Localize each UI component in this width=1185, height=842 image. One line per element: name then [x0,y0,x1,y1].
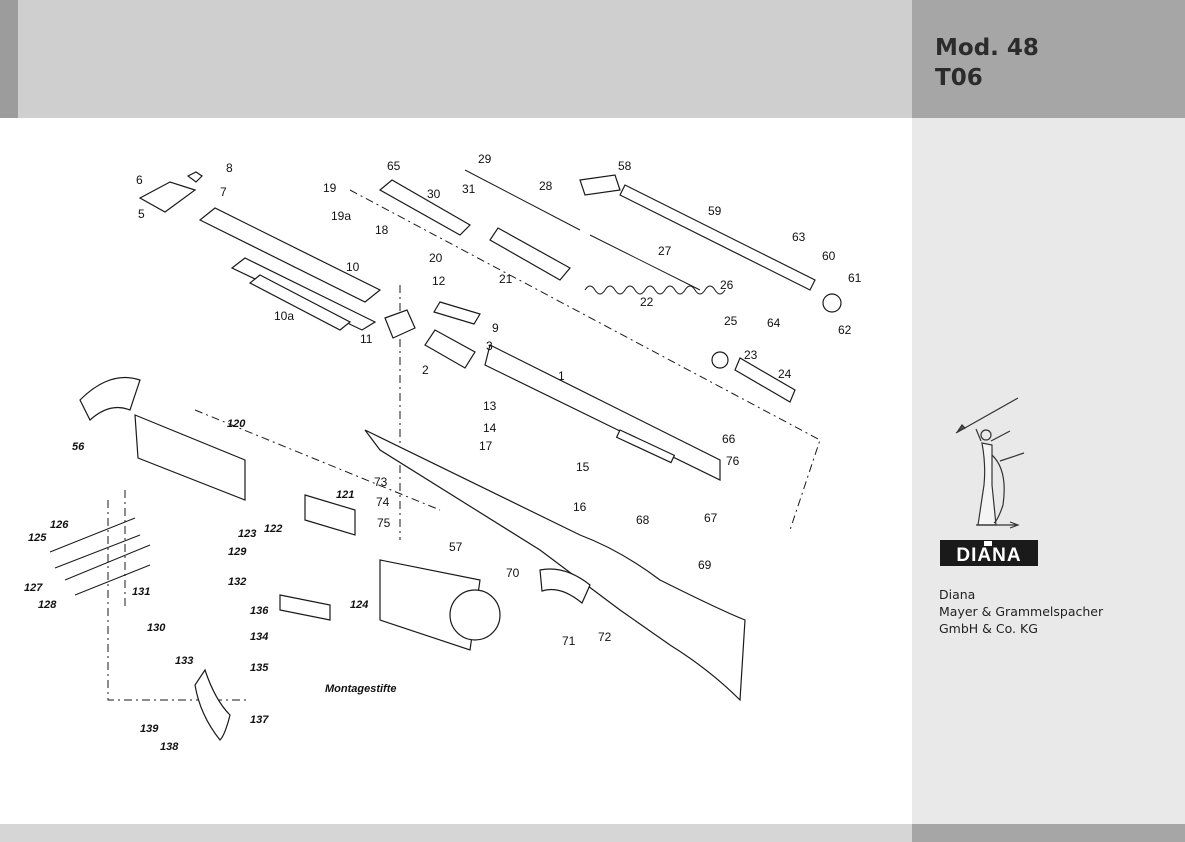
part-label: 124 [350,599,368,611]
header-title-panel [912,0,1185,118]
part-label: 57 [449,540,463,554]
part-label: 128 [38,599,57,611]
part-label: 138 [160,741,179,753]
diana-goddess-logo-icon [955,397,1025,529]
part-label: 137 [250,714,269,726]
company-line-1: Diana [939,587,976,602]
part-label: 23 [744,348,758,362]
part-label: 69 [698,558,712,572]
part-label: 134 [250,631,268,643]
part-label: 3 [486,339,493,353]
part-label: 122 [264,523,282,535]
part-label: 63 [792,230,806,244]
part-label: 75 [377,516,391,530]
footer-band [0,824,912,842]
model-code: T06 [935,65,983,92]
diagram-parts [49,169,842,741]
part-label: 18 [375,223,389,237]
part-label: 76 [726,454,740,468]
part-label: 10a [274,309,294,323]
part-label: 123 [238,528,256,540]
part-label: 2 [422,363,429,377]
part-label: 72 [598,630,612,644]
part-label: 71 [562,634,576,648]
part-label: 22 [640,295,654,309]
part-label: 61 [848,271,862,285]
company-line-2: Mayer & Grammelspacher [939,604,1104,619]
header-accent-strip [0,0,18,118]
part-label: 125 [28,532,47,544]
part-labels: 123567891010a11121314151617181919a202122… [24,152,862,753]
part-label: 132 [228,576,246,588]
part-label: 25 [724,314,738,328]
part-label: 66 [722,432,736,446]
sidebar-panel [912,118,1185,824]
header-band [18,0,912,118]
part-label: 64 [767,316,781,330]
part-label: 7 [220,185,227,199]
part-label: 59 [708,204,722,218]
part-label: 65 [387,159,401,173]
part-label: 127 [24,582,43,594]
brand-logo-text: DIANA [956,545,1021,566]
part-label: 6 [136,173,143,187]
part-label: 129 [228,546,247,558]
part-label: 5 [138,207,145,221]
part-label: 27 [658,244,672,258]
part-label: 58 [618,159,632,173]
part-label: 135 [250,662,269,674]
part-label: 26 [720,278,734,292]
part-label: 19a [331,209,351,223]
part-label: 136 [250,605,269,617]
diana-brand-logo: DIANA [940,540,1038,566]
part-label: 30 [427,187,441,201]
part-label: 73 [374,475,388,489]
part-label: 11 [360,332,373,346]
part-label: 121 [336,489,354,501]
model-title: Mod. 48 [935,35,1039,61]
part-label: 8 [226,161,233,175]
part-label: 29 [478,152,492,166]
part-label: 1 [558,369,565,383]
part-label: 9 [492,321,499,335]
part-label: 70 [506,566,520,580]
part-label: 21 [499,272,513,286]
part-label: 31 [462,182,476,196]
company-address: Diana Mayer & Grammelspacher GmbH & Co. … [939,586,1103,637]
part-label: 67 [704,511,718,525]
part-label: 28 [539,179,553,193]
part-label: 24 [778,367,792,381]
part-label: 13 [483,399,497,413]
part-label: 60 [822,249,836,263]
part-label: 12 [432,274,446,288]
part-label: 17 [479,439,493,453]
part-label: 16 [573,500,587,514]
part-label: 20 [429,251,443,265]
montage-label: Montagestifte [325,683,397,695]
part-label: 62 [838,323,852,337]
footer-band-right [912,824,1185,842]
part-label: 130 [147,622,166,634]
part-label: 131 [132,586,150,598]
part-label: 139 [140,723,159,735]
part-label: 74 [376,495,390,509]
page-title: Mod. 48 T06 [935,33,1039,94]
part-label: 10 [346,260,360,274]
part-label: 56 [72,441,85,453]
exploded-parts-diagram: 123567891010a11121314151617181919a202122… [24,152,862,753]
part-label: 14 [483,421,497,435]
part-label: 68 [636,513,650,527]
company-line-3: GmbH & Co. KG [939,621,1038,636]
part-label: 126 [50,519,69,531]
part-label: 133 [175,655,193,667]
part-label: 120 [227,418,246,430]
part-label: 19 [323,181,337,195]
part-label: 15 [576,460,590,474]
